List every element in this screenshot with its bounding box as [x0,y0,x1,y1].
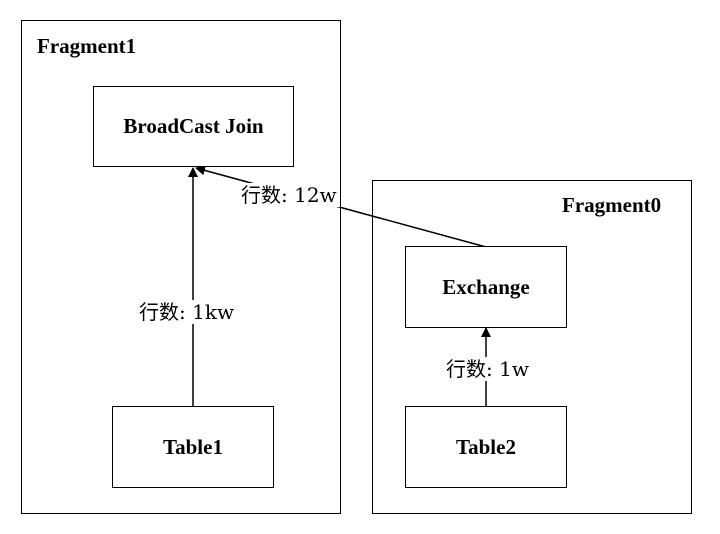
fragment0-frame [372,180,692,514]
edge-exchange-to-join [195,165,487,248]
fragment1-title: Fragment1 [37,34,137,58]
edge-label-table2-rows: 行数: 1w [443,357,532,381]
edge-label-exchange-rows: 行数: 12w [238,183,340,207]
table2-node: Table2 [405,406,567,488]
broadcast-join-node: BroadCast Join [93,86,294,167]
edge-label-table1-rows: 行数: 1kw [136,300,238,324]
fragment1-frame [21,20,341,514]
fragment0-title: Fragment0 [562,193,662,217]
table1-node: Table1 [112,406,274,488]
exchange-node: Exchange [405,246,567,328]
